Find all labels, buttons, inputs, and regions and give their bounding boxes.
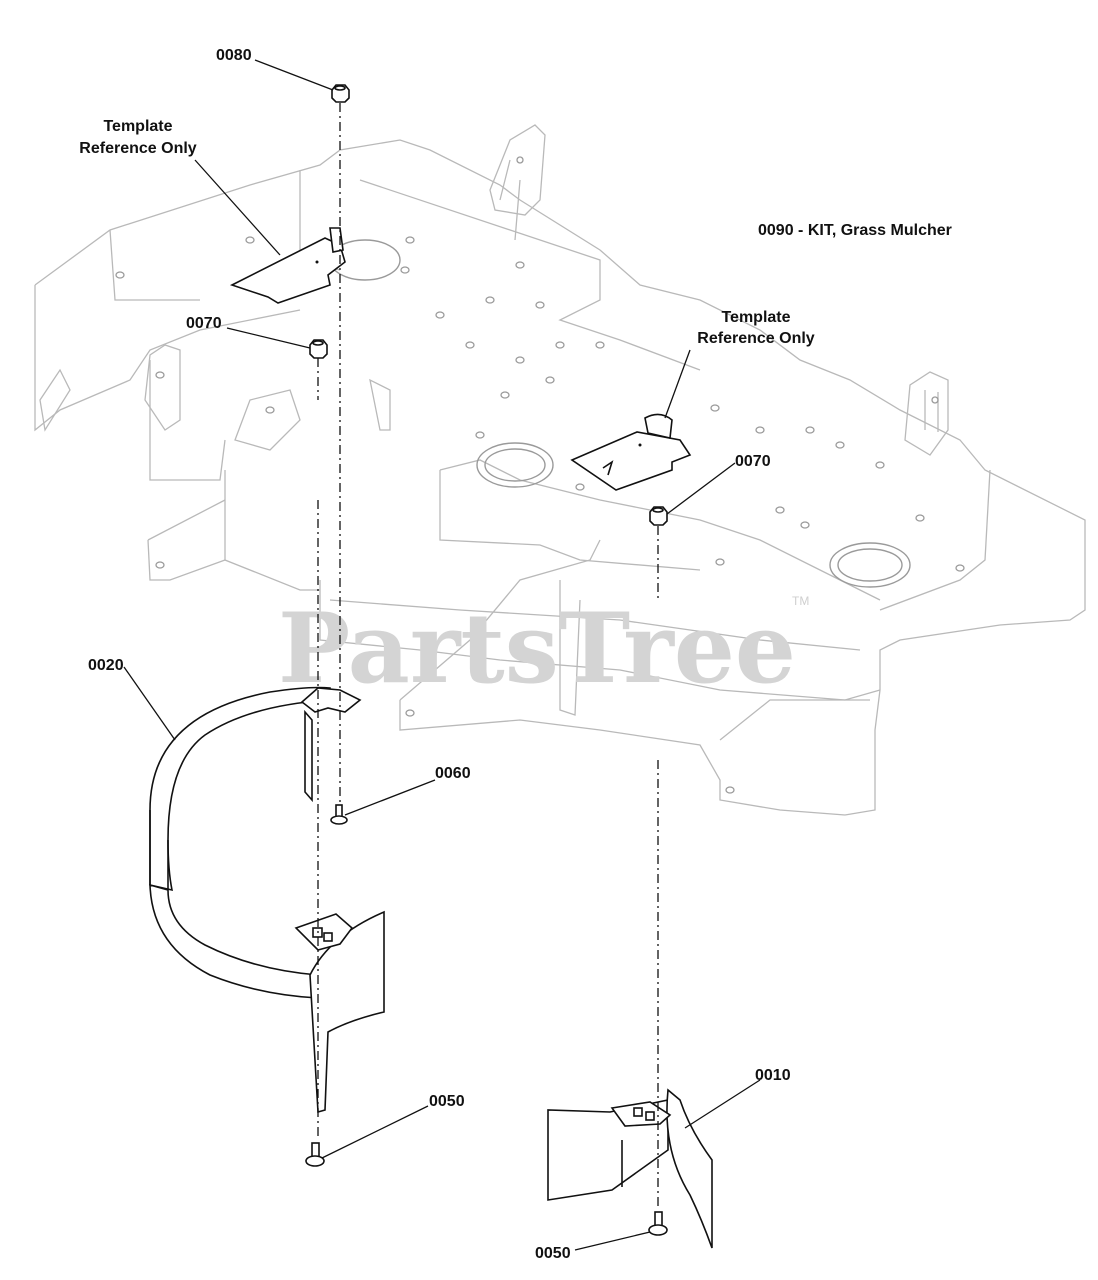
nut-0070-left <box>309 339 328 359</box>
callout-0070-right: 0070 <box>735 453 771 470</box>
bolt-0050-bottom <box>648 1211 668 1236</box>
bolt-0050-left <box>305 1142 325 1167</box>
template-left-line2: Reference Only <box>79 140 196 157</box>
watermark-text: PartsTree <box>278 592 796 705</box>
template-right <box>570 413 692 491</box>
bolt-0060 <box>330 804 348 825</box>
template-left-line1: Template <box>103 118 172 135</box>
mulcher-plate-0010 <box>547 1088 713 1249</box>
kit-title: 0090 - KIT, Grass Mulcher <box>758 222 952 239</box>
template-right-line2: Reference Only <box>697 330 814 347</box>
nut-0070-right <box>649 506 668 526</box>
watermark-trademark: TM <box>792 594 809 608</box>
leader-lines <box>123 59 761 1251</box>
nut-0080 <box>331 84 350 103</box>
callout-0050-bottom: 0050 <box>535 1245 571 1262</box>
assembly-lines <box>317 103 659 1210</box>
template-left <box>229 227 346 304</box>
callout-0070-left: 0070 <box>186 315 222 332</box>
mulcher-baffle-0020 <box>149 686 385 1114</box>
watermark: PartsTree TM <box>278 592 809 705</box>
callout-0080: 0080 <box>216 47 252 64</box>
template-right-line1: Template <box>721 309 790 326</box>
labels: 0080 Template Reference Only 0090 - KIT,… <box>79 47 952 1262</box>
callout-0050-left: 0050 <box>429 1093 465 1110</box>
callout-0060: 0060 <box>435 765 471 782</box>
mower-deck-ghost <box>34 124 1086 816</box>
callout-0010: 0010 <box>755 1067 791 1084</box>
callout-0020: 0020 <box>88 657 124 674</box>
